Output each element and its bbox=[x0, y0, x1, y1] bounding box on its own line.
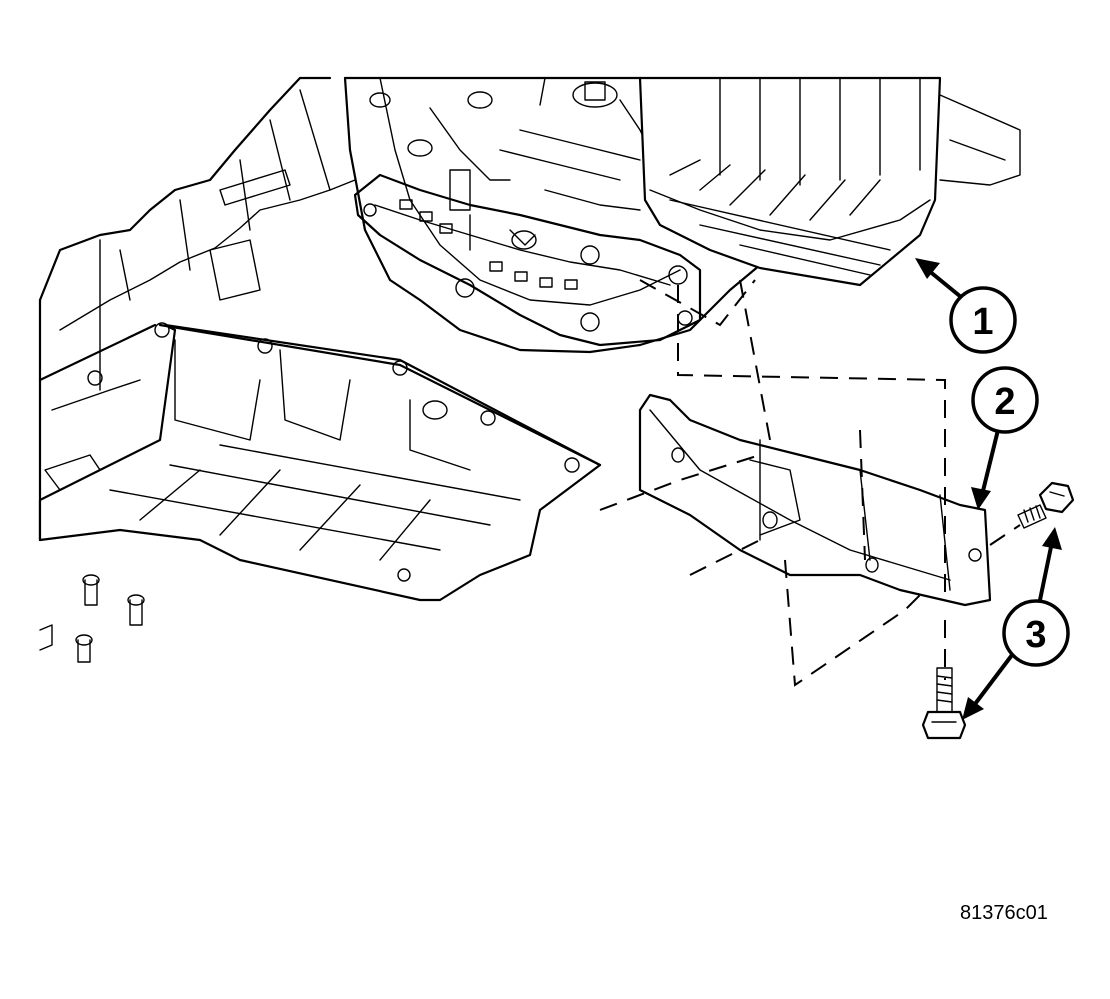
callout-2-label: 2 bbox=[994, 381, 1015, 423]
callout-1-label: 1 bbox=[972, 301, 993, 343]
figure-id: 81376c01 bbox=[960, 902, 1048, 924]
callout-1: 1 bbox=[915, 258, 1017, 354]
callout-2: 2 bbox=[971, 366, 1039, 510]
callout-3: 3 bbox=[962, 527, 1070, 720]
callout-3-label: 3 bbox=[1025, 614, 1046, 656]
alignment-lines bbox=[599, 279, 1021, 687]
transmission-oil-pan bbox=[638, 76, 1021, 287]
bolt-lower bbox=[921, 667, 967, 740]
transmission-case bbox=[343, 76, 762, 354]
bracket bbox=[638, 393, 992, 607]
oil-pan bbox=[38, 322, 602, 663]
bolt-upper bbox=[1017, 481, 1075, 529]
